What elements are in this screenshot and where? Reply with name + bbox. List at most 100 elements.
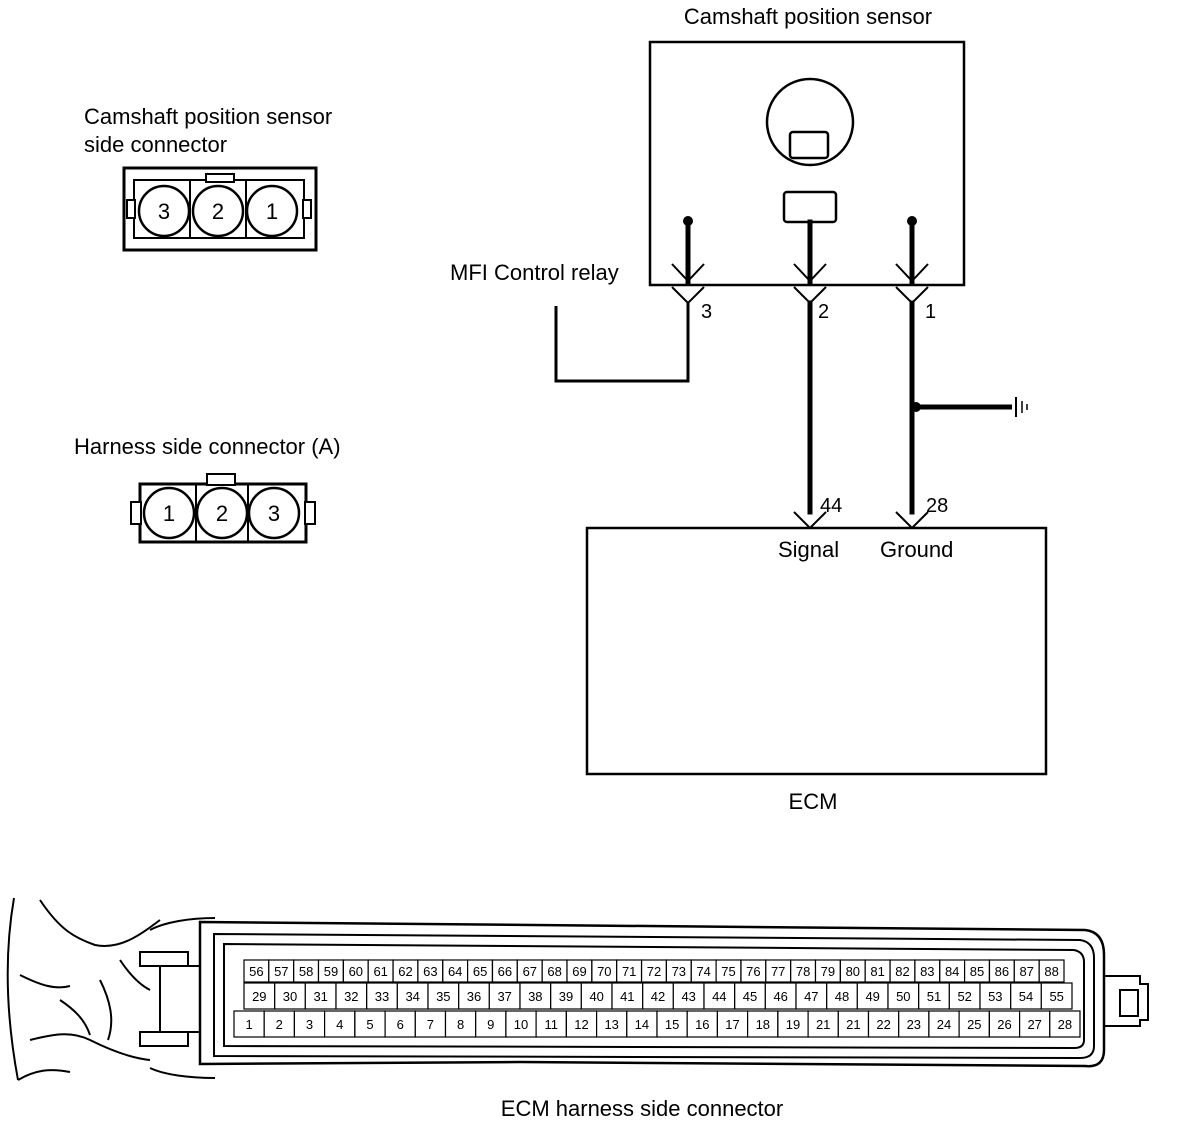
ecm-pin-44-label: 44: [820, 495, 842, 517]
ecm-pin-label: 33: [375, 989, 389, 1004]
sensor-title: Camshaft position sensor: [684, 4, 932, 29]
ecm-pin-cell: [1040, 982, 1073, 1010]
ecm-pin-cell: [686, 1010, 719, 1038]
ecm-pin-cell: [274, 982, 307, 1010]
ecm-pin-label: 58: [299, 964, 313, 979]
ecm-pin-label: 15: [665, 1017, 679, 1032]
ecm-pin-label: 82: [895, 964, 909, 979]
sensor-pin-3-label: 3: [701, 301, 712, 323]
ecm-pin-label: 6: [397, 1017, 404, 1032]
ecm-pin-label: 83: [920, 964, 934, 979]
ecm-pin-cell: [233, 1010, 265, 1038]
ecm-pin-label: 10: [514, 1017, 528, 1032]
ecm-pin-label: 54: [1019, 989, 1033, 1004]
ecm-pin-label: 78: [796, 964, 810, 979]
ecm-pin-cell: [580, 982, 613, 1010]
ecm-pin-label: 21: [846, 1017, 860, 1032]
ecm-pin-cell: [746, 1010, 779, 1038]
ecm-pin-label: 80: [846, 964, 860, 979]
ecm-pin-cell: [488, 982, 521, 1010]
ecm-pin-label: 43: [681, 989, 695, 1004]
ecm-pin-cell: [887, 982, 920, 1010]
ecm-pin-label: 4: [336, 1017, 343, 1032]
ecm-pin-label: 27: [1027, 1017, 1041, 1032]
ecm-pin-cell: [958, 1010, 990, 1038]
ecm-pin-cell: [505, 1010, 537, 1038]
ecm-pin-label: 26: [997, 1017, 1011, 1032]
ecm-pin-label: 16: [695, 1017, 709, 1032]
ecm-pin-label: 73: [672, 964, 686, 979]
harness-conn-pin: 2: [216, 501, 228, 526]
sensor-conn-pin: 3: [158, 199, 170, 224]
ecm-pin-cell: [656, 1010, 688, 1038]
ecm-pin-cell: [642, 982, 675, 1010]
ecm-pin-cell: [427, 982, 460, 1010]
ecm-pin-label: 60: [349, 964, 363, 979]
ecm-pin-label: 63: [423, 964, 437, 979]
ecm-pin-label: 31: [313, 989, 327, 1004]
harness-conn-pin: 1: [163, 501, 175, 526]
sensor-conn-pin: 2: [212, 199, 224, 224]
harness-conn-pin: 3: [268, 501, 280, 526]
ecm-pin-cell: [335, 982, 368, 1010]
ecm-pin-cell: [1049, 1010, 1081, 1038]
ecm-pin-cell: [795, 982, 828, 1010]
ecm-pin-label: 1: [245, 1017, 252, 1032]
ecm-pin-label: 49: [865, 989, 879, 1004]
ecm-pin-label: 62: [398, 964, 412, 979]
ecm-pin-cell: [626, 1010, 658, 1038]
ecm-pin-cell: [948, 982, 981, 1010]
ecm-pin-cell: [595, 1010, 628, 1038]
ecm-pin-label: 77: [771, 964, 785, 979]
sensor-pin-1-label: 1: [925, 301, 936, 323]
ecm-pin-label: 41: [620, 989, 634, 1004]
ecm-pin-cell: [988, 1010, 1021, 1038]
ecm-pin-label: 88: [1044, 964, 1058, 979]
ecm-pin-label: 36: [467, 989, 481, 1004]
ecm-pin-label: 13: [604, 1017, 618, 1032]
ecm-pin-label: 70: [597, 964, 611, 979]
ecm-pin-label: 8: [457, 1017, 464, 1032]
ecm-pin-label: 87: [1019, 964, 1033, 979]
ecm-pin-label: 69: [572, 964, 586, 979]
ecm-pin-cell: [777, 1010, 809, 1038]
ecm-signal-label: Signal: [778, 537, 839, 562]
ecm-pin-cell: [263, 1010, 296, 1038]
ecm-pin-label: 37: [497, 989, 511, 1004]
ecm-pin-label: 45: [743, 989, 757, 1004]
ecm-pin-label: 51: [927, 989, 941, 1004]
ecm-label: ECM: [789, 789, 838, 814]
ecm-ground-label: Ground: [880, 537, 953, 562]
ecm-pin-label: 2: [276, 1017, 283, 1032]
ecm-pin-label: 42: [651, 989, 665, 1004]
ecm-pin-label: 29: [252, 989, 266, 1004]
ecm-pin-label: 32: [344, 989, 358, 1004]
sensor-side-connector: Camshaft position sensor side connector …: [84, 104, 332, 252]
ecm-pin-label: 48: [835, 989, 849, 1004]
ecm-pin-label: 17: [725, 1017, 739, 1032]
ecm-pin-label: 56: [249, 964, 263, 979]
ecm-pin-label: 21: [816, 1017, 830, 1032]
ecm-pin-label: 86: [995, 964, 1009, 979]
ecm-pin-label: 47: [804, 989, 818, 1004]
ecm-pin-label: 28: [1058, 1017, 1072, 1032]
harness-conn-title: Harness side connector (A): [74, 434, 341, 459]
sensor-conn-pin: 1: [266, 199, 278, 224]
ecm-pin-label: 14: [635, 1017, 649, 1032]
ecm-pin-cell: [867, 1010, 900, 1038]
ecm-pin-label: 68: [547, 964, 561, 979]
ecm-pin-label: 24: [937, 1017, 951, 1032]
ecm-pin-label: 38: [528, 989, 542, 1004]
ecm-pin-label: 71: [622, 964, 636, 979]
ecm-pin-label: 18: [756, 1017, 770, 1032]
wiring: MFI Control relay 44 28: [450, 260, 1028, 530]
ecm-pin-label: 3: [306, 1017, 313, 1032]
ecm-pin-label: 12: [574, 1017, 588, 1032]
ecm-pin-cell: [716, 1010, 749, 1038]
ecm-pin-label: 7: [427, 1017, 434, 1032]
ecm-pin-cell: [565, 1010, 598, 1038]
